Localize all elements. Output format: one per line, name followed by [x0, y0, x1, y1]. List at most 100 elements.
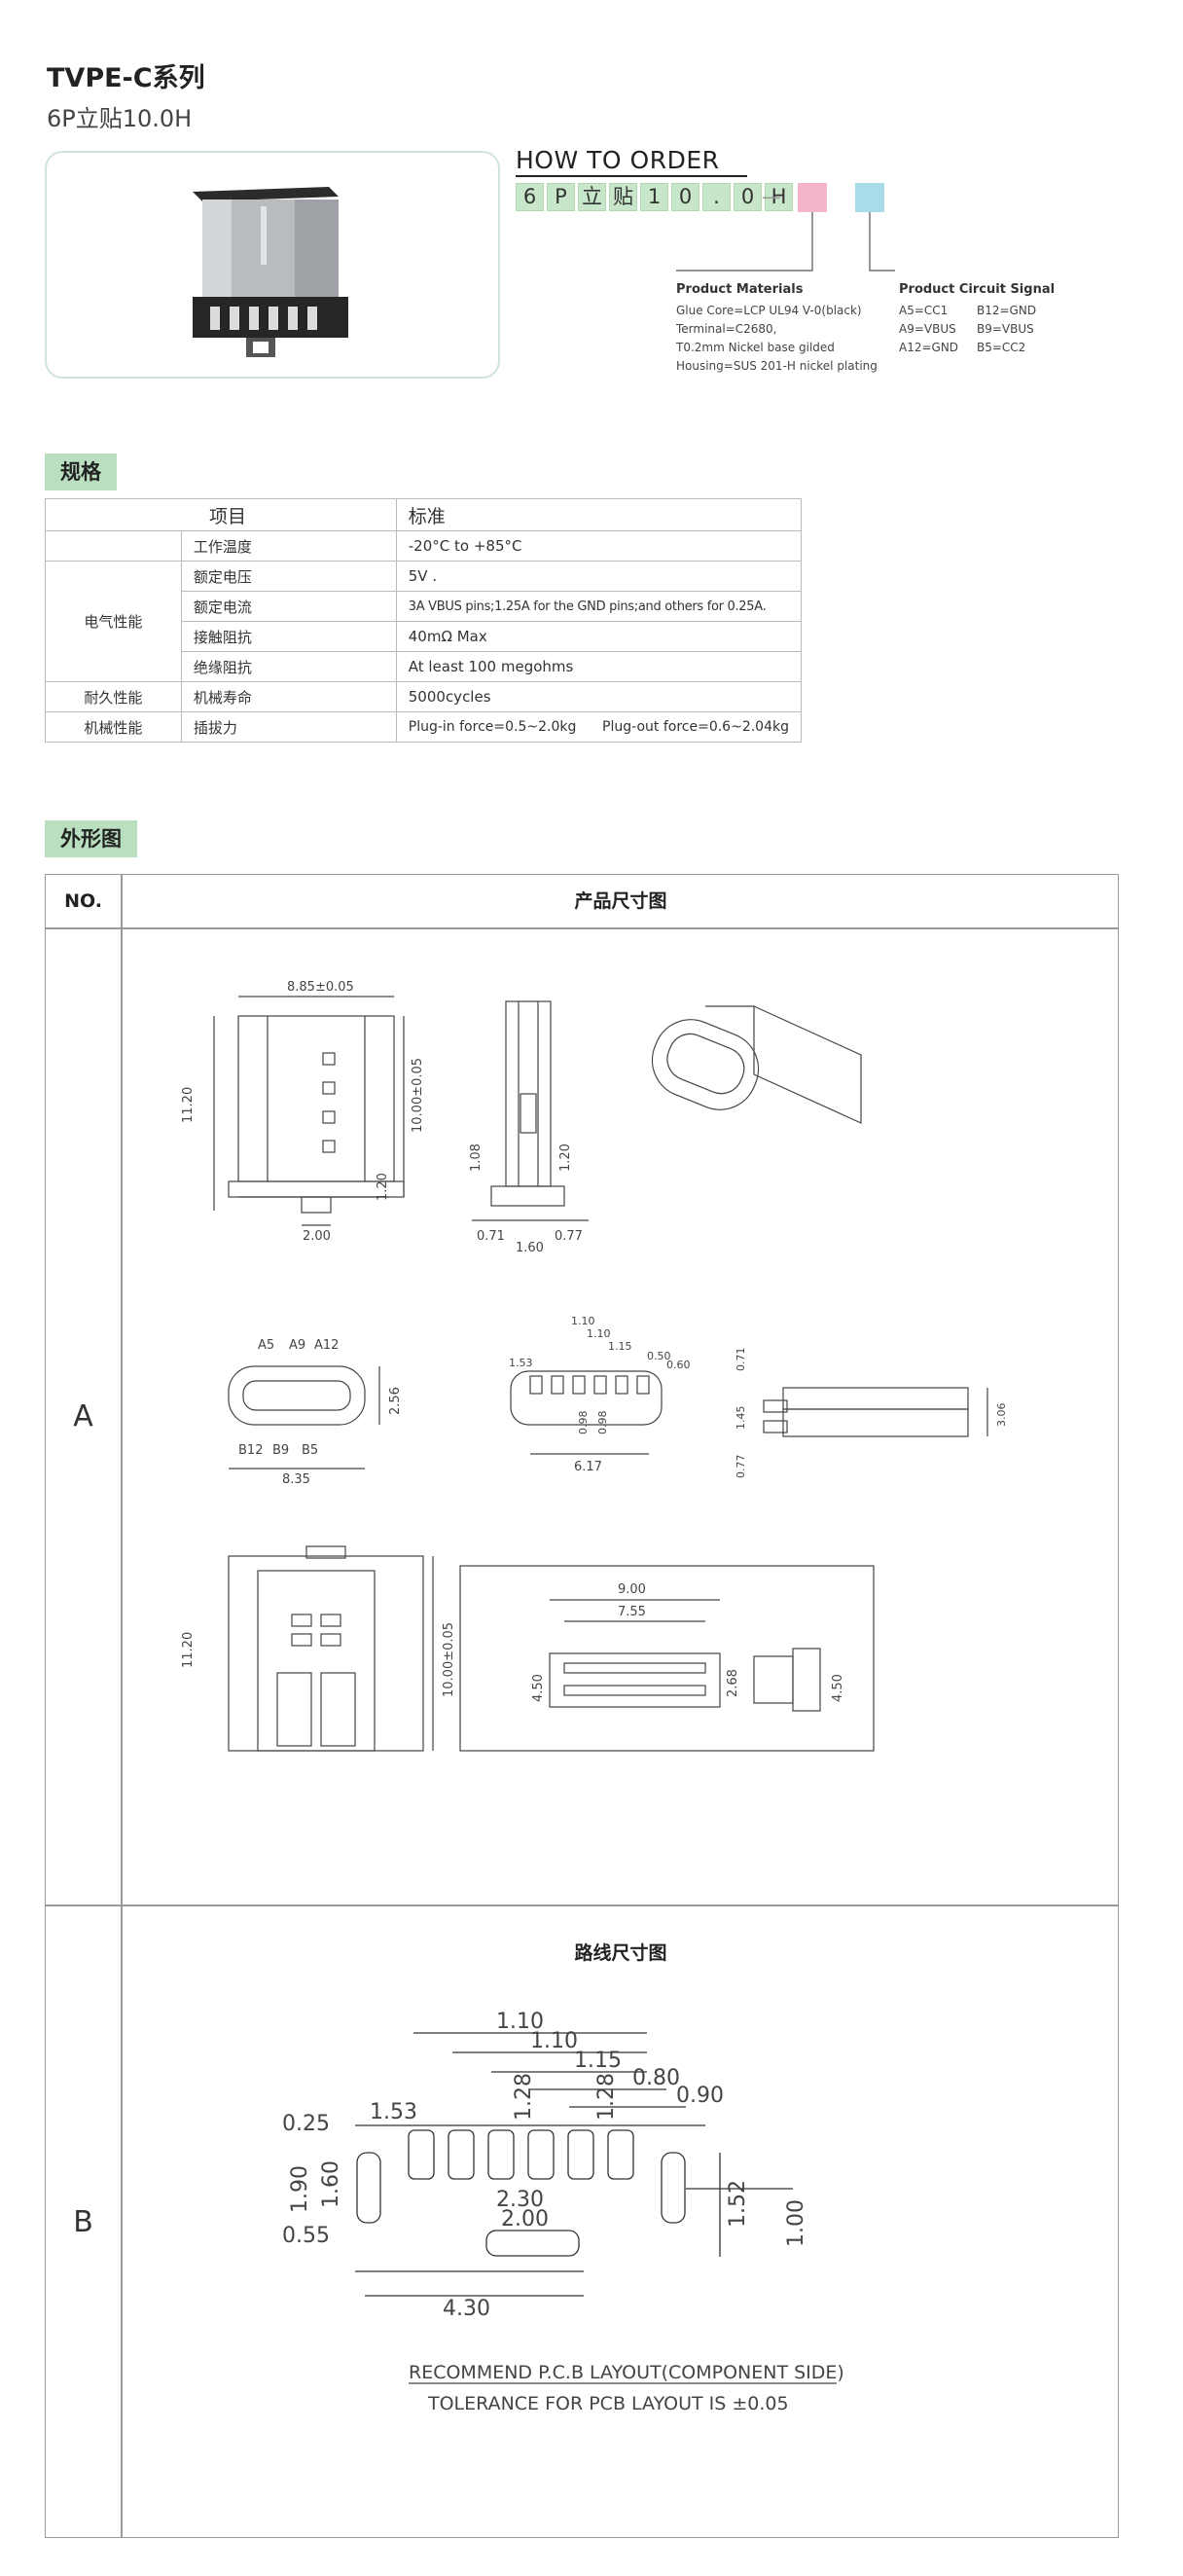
- pin-label: B5: [302, 1443, 318, 1458]
- spec-item: 额定电流: [180, 591, 397, 622]
- dim-label: 8.35: [282, 1472, 310, 1487]
- dim-label: 8.85±0.05: [287, 980, 354, 995]
- circuit-row: A12=GND B5=CC2: [899, 339, 1055, 357]
- product-materials-list: Glue Core=LCP UL94 V-0(black) Terminal=C…: [676, 302, 878, 376]
- order-code-char: 1: [640, 183, 668, 211]
- dim-label: 2.68: [726, 1669, 740, 1697]
- dim-label: 0.98: [596, 1411, 609, 1435]
- circuit-signal: B9=VBUS: [977, 322, 1034, 336]
- material-line: T0.2mm Nickel base gilded: [676, 341, 835, 354]
- order-code-char: 0: [671, 183, 699, 211]
- dim-label: 1.53: [509, 1357, 533, 1369]
- dim-label: 2.00: [303, 1229, 331, 1244]
- material-line: Housing=SUS 201-H nickel plating: [676, 359, 878, 373]
- order-code-char: H: [765, 183, 793, 211]
- material-line: Terminal=C2680,: [676, 322, 777, 336]
- spec-value: 5000cycles: [395, 681, 803, 712]
- circuit-row: A9=VBUS B9=VBUS: [899, 320, 1055, 339]
- dim-label: 6.17: [574, 1460, 602, 1474]
- cutout-view: [459, 1565, 875, 1752]
- route-dim: 1.15: [574, 2049, 622, 2073]
- circuit-signal-title: Product Circuit Signal: [899, 282, 1056, 297]
- pin-label: B9: [272, 1443, 289, 1458]
- dim-label: 1.10: [587, 1327, 611, 1340]
- pin-label: A9: [289, 1338, 305, 1353]
- pin-label: B12: [238, 1443, 263, 1458]
- pcb-note: TOLERANCE FOR PCB LAYOUT IS ±0.05: [427, 2393, 789, 2414]
- route-dim: 1.28: [594, 2073, 619, 2121]
- spec-value: 5V .: [395, 561, 803, 592]
- route-dim: 1.52: [726, 2180, 750, 2228]
- dim-label: 0.77: [555, 1229, 583, 1244]
- route-dim: 2.30: [496, 2188, 544, 2212]
- dim-label: 4.50: [831, 1674, 845, 1702]
- how-to-order-title: HOW TO ORDER: [516, 146, 720, 174]
- drawing-b: 1.10 1.10 1.15 0.80 0.90 1.53 1.28 1.28 …: [282, 2010, 844, 2414]
- spec-value: 40mΩ Max: [395, 621, 803, 652]
- drawing-section-tag: 外形图: [45, 820, 137, 857]
- series-title: TVPE-C系列: [47, 63, 205, 93]
- spec-group: 耐久性能: [45, 681, 182, 712]
- dim-label: 7.55: [618, 1605, 646, 1619]
- bottom-view: [228, 1545, 434, 1752]
- iso-view: [651, 1005, 862, 1124]
- dim-label: 0.50: [647, 1350, 671, 1362]
- table-row: 额定电流 3A VBUS pins;1.25A for the GND pins…: [46, 591, 803, 622]
- col-drawing-header: 产品尺寸图: [574, 890, 667, 912]
- product-materials-title: Product Materials: [676, 282, 804, 297]
- dim-label: 10.00±0.05: [442, 1622, 456, 1697]
- order-code-char: .: [702, 183, 731, 211]
- dim-label: 0.77: [735, 1455, 747, 1479]
- order-code: 6 P 立 贴 1 0 . 0 H: [516, 183, 796, 211]
- spec-item: 额定电压: [180, 561, 397, 592]
- dim-label: 1.60: [516, 1241, 544, 1255]
- pad-view: [510, 1370, 663, 1455]
- spec-head-value: 标准: [395, 498, 803, 531]
- table-row: 电气性能 额定电压 5V .: [45, 561, 803, 682]
- circuit-signal: B12=GND: [977, 304, 1037, 317]
- dim-label: 11.20: [181, 1632, 196, 1668]
- edge-view: [763, 1387, 988, 1437]
- dim-label: 1.10: [571, 1315, 595, 1327]
- spec-group: 电气性能: [45, 561, 182, 682]
- route-dim: 0.80: [632, 2066, 680, 2090]
- pin-label: A5: [258, 1338, 274, 1353]
- spec-group: [45, 530, 182, 562]
- side-view: [472, 1000, 589, 1221]
- route-dim: 1.10: [496, 2010, 544, 2034]
- product-image-box: [45, 151, 500, 379]
- row-label-a: A: [73, 1399, 93, 1433]
- pcb-note: RECOMMEND P.C.B LAYOUT(COMPONENT SIDE): [409, 2362, 844, 2383]
- front-view: [213, 996, 405, 1226]
- route-dim: 1.90: [288, 2165, 312, 2213]
- table-row: 机械性能 插拔力 Plug-in force=0.5~2.0kg Plug-ou…: [45, 711, 803, 743]
- circuit-signal: A12=GND: [899, 341, 959, 354]
- spec-item: 机械寿命: [180, 681, 397, 712]
- route-dim: 1.28: [512, 2073, 536, 2121]
- order-code-char: 立: [578, 183, 606, 211]
- circuit-signal: B5=CC2: [977, 341, 1026, 354]
- route-dim: 2.00: [501, 2207, 549, 2231]
- route-title: 路线尺寸图: [574, 1942, 667, 1964]
- route-dim: 0.25: [282, 2112, 330, 2136]
- spec-value: At least 100 megohms: [395, 651, 803, 682]
- dim-label: 1.45: [735, 1406, 747, 1431]
- product-subtitle: 6P立贴10.0H: [47, 105, 193, 132]
- route-dim: 1.53: [370, 2100, 417, 2124]
- route-dim: 1.00: [784, 2199, 808, 2247]
- dim-label: 0.60: [666, 1359, 691, 1371]
- circuit-signal: A9=VBUS: [899, 322, 956, 336]
- route-dim: 1.60: [319, 2160, 343, 2208]
- dim-label: 9.00: [618, 1582, 646, 1597]
- dim-label: 4.50: [531, 1674, 546, 1702]
- order-underline: [516, 175, 747, 177]
- order-dash: —: [762, 185, 781, 208]
- spec-value: Plug-in force=0.5~2.0kg Plug-out force=0…: [395, 711, 803, 743]
- circuit-code-box: [855, 183, 884, 212]
- pin-label: A12: [314, 1338, 339, 1353]
- dim-label: 10.00±0.05: [411, 1058, 425, 1133]
- dim-label: 1.20: [558, 1143, 573, 1172]
- spec-table-head: 项目 标准: [45, 498, 803, 531]
